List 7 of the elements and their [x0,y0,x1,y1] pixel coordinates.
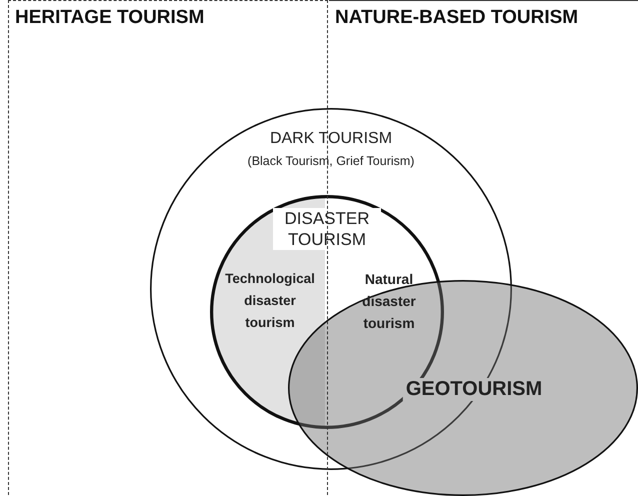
region-label: Technological disaster tourism [224,270,316,332]
region-label: DISASTER TOURISM [273,208,381,250]
region-label: HERITAGE TOURISM [15,7,204,29]
region-label: (Black Tourism, Grief Tourism) [248,154,414,168]
region-label: Natural disaster tourism [361,270,417,333]
region-label: NATURE-BASED TOURISM [335,7,578,29]
region-label: DARK TOURISM [270,130,392,148]
